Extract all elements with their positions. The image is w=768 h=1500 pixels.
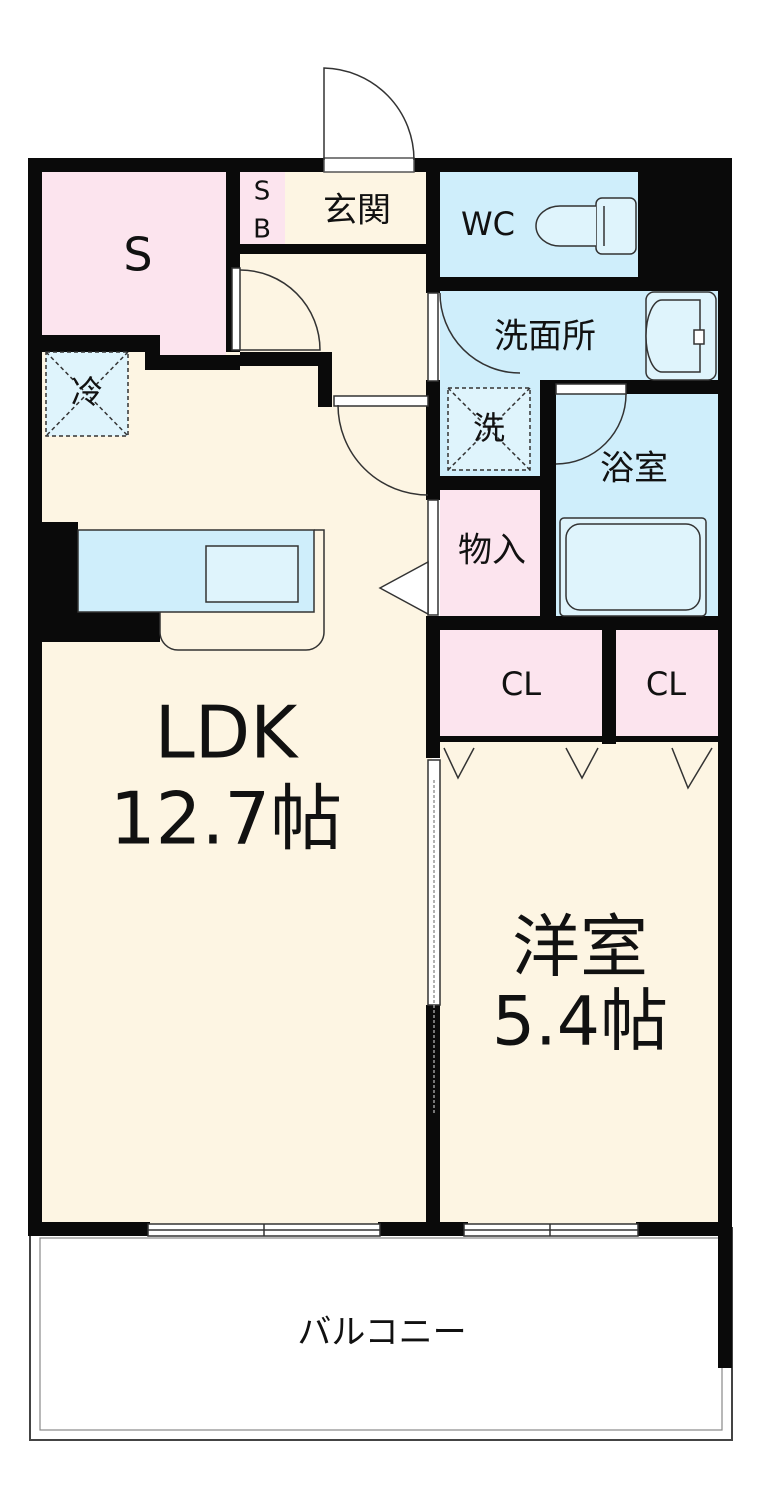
door-swing-icon bbox=[323, 67, 415, 161]
balcony-label: バルコニー bbox=[297, 1313, 466, 1353]
closet-door-icon bbox=[565, 747, 599, 780]
storage-label: S bbox=[123, 228, 152, 282]
western-floor bbox=[440, 740, 718, 1225]
fixtures bbox=[45, 197, 717, 651]
doors bbox=[147, 67, 713, 1237]
closet-small-label: 物入 bbox=[458, 531, 526, 571]
fridge-space bbox=[45, 351, 129, 437]
shoe-box-s-label: S bbox=[254, 177, 271, 207]
fridge-label: 冷 bbox=[71, 373, 103, 411]
walls bbox=[28, 158, 732, 1368]
hallway-floor bbox=[240, 250, 430, 490]
ldk-size-label: 12.7帖 bbox=[110, 777, 342, 861]
kitchen-counter-icon bbox=[77, 529, 325, 651]
cl-right-floor bbox=[615, 628, 718, 738]
closet-door-icon bbox=[671, 747, 713, 790]
toilet-icon bbox=[535, 197, 637, 255]
washroom-label: 洗面所 bbox=[494, 317, 596, 357]
room-floors bbox=[40, 172, 718, 1225]
washer-space bbox=[447, 387, 531, 471]
room-labels: S S B 玄関 WC 洗面所 冷 洗 浴室 物入 LDK 12.7帖 CL C… bbox=[71, 177, 686, 1353]
balcony-area bbox=[29, 1227, 733, 1441]
cl-left-label: CL bbox=[501, 665, 541, 703]
bath-label: 浴室 bbox=[600, 449, 668, 489]
entry-arrow-icon bbox=[378, 560, 429, 616]
bathtub-icon bbox=[559, 517, 707, 617]
cl-left-floor bbox=[440, 628, 602, 738]
cl-right-label: CL bbox=[646, 665, 686, 703]
shoe-box-floor bbox=[240, 172, 285, 250]
door-swing-icon bbox=[439, 292, 521, 374]
door-swing-icon bbox=[239, 269, 321, 351]
entrance-label: 玄関 bbox=[323, 191, 391, 231]
entrance-floor bbox=[285, 172, 430, 250]
western-size-label: 5.4帖 bbox=[492, 983, 668, 1062]
storage-floor bbox=[40, 172, 226, 355]
door-swing-icon bbox=[555, 393, 627, 465]
ldk-name-label: LDK bbox=[155, 691, 300, 775]
western-name-label: 洋室 bbox=[512, 909, 648, 988]
closet-door-icon bbox=[443, 747, 475, 780]
closet-small-floor bbox=[440, 490, 544, 618]
washer-label: 洗 bbox=[473, 409, 505, 447]
shoe-box-b-label: B bbox=[253, 215, 271, 245]
wc-label: WC bbox=[461, 205, 515, 243]
washbasin-icon bbox=[645, 291, 717, 381]
door-swing-icon bbox=[337, 404, 429, 496]
